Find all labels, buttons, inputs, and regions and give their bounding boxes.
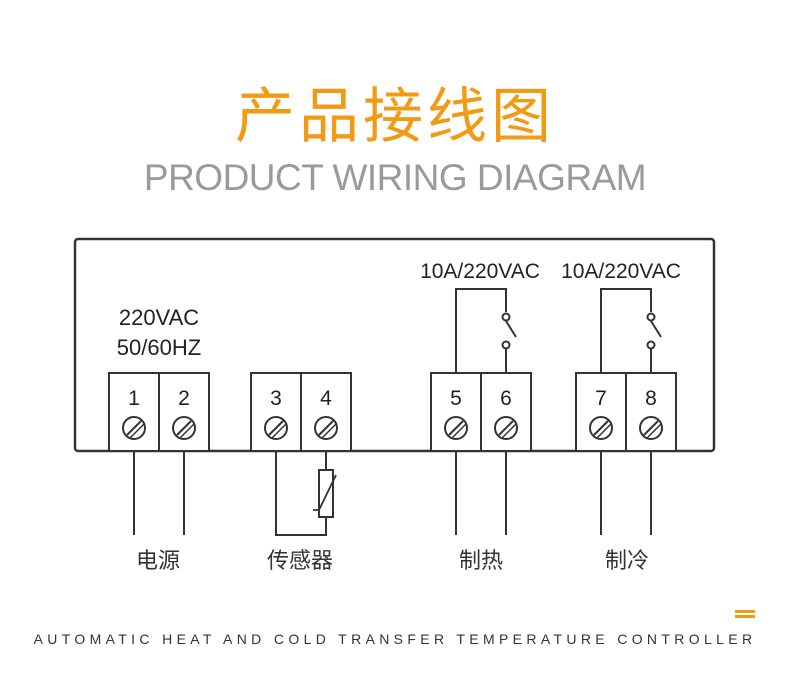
terminal-number-2: 2	[178, 387, 190, 410]
terminal-block-cooling	[575, 372, 677, 452]
label-heating: 制热	[459, 549, 503, 574]
heating-wires	[455, 451, 507, 535]
cooling-wires	[600, 451, 652, 535]
relay-cooling-circuit	[600, 288, 662, 373]
label-sensor: 传感器	[267, 549, 333, 574]
terminal-screws	[122, 416, 663, 440]
title-chinese: 产品接线图	[235, 82, 555, 152]
terminal-number-8: 8	[645, 387, 657, 410]
terminal-number-3: 3	[270, 387, 282, 410]
terminal-number-5: 5	[450, 387, 462, 410]
controller-housing	[73, 237, 716, 453]
terminal-block-power	[108, 372, 210, 452]
label-cooling: 制冷	[605, 549, 649, 574]
title-english: PRODUCT WIRING DIAGRAM	[143, 157, 647, 198]
thermistor-symbol	[313, 469, 337, 518]
footer-tagline: AUTOMATIC HEAT AND COLD TRANSFER TEMPERA…	[33, 631, 757, 647]
terminal-number-1: 1	[128, 387, 140, 410]
terminal-number-7: 7	[595, 387, 607, 410]
power-frequency-label: 50/60HZ	[117, 335, 201, 360]
terminal-block-heating	[430, 372, 532, 452]
power-wires	[133, 451, 185, 535]
terminal-number-4: 4	[320, 387, 332, 410]
terminal-number-6: 6	[500, 387, 512, 410]
relay-heating-circuit	[455, 288, 517, 373]
sensor-wires	[275, 451, 327, 536]
power-voltage-label: 220VAC	[119, 305, 199, 330]
terminal-block-sensor	[250, 372, 352, 452]
accent-mark	[735, 610, 755, 618]
label-power: 电源	[136, 549, 180, 574]
relay-cooling-rating-label: 10A/220VAC	[561, 260, 681, 283]
relay-heating-rating-label: 10A/220VAC	[420, 260, 540, 283]
